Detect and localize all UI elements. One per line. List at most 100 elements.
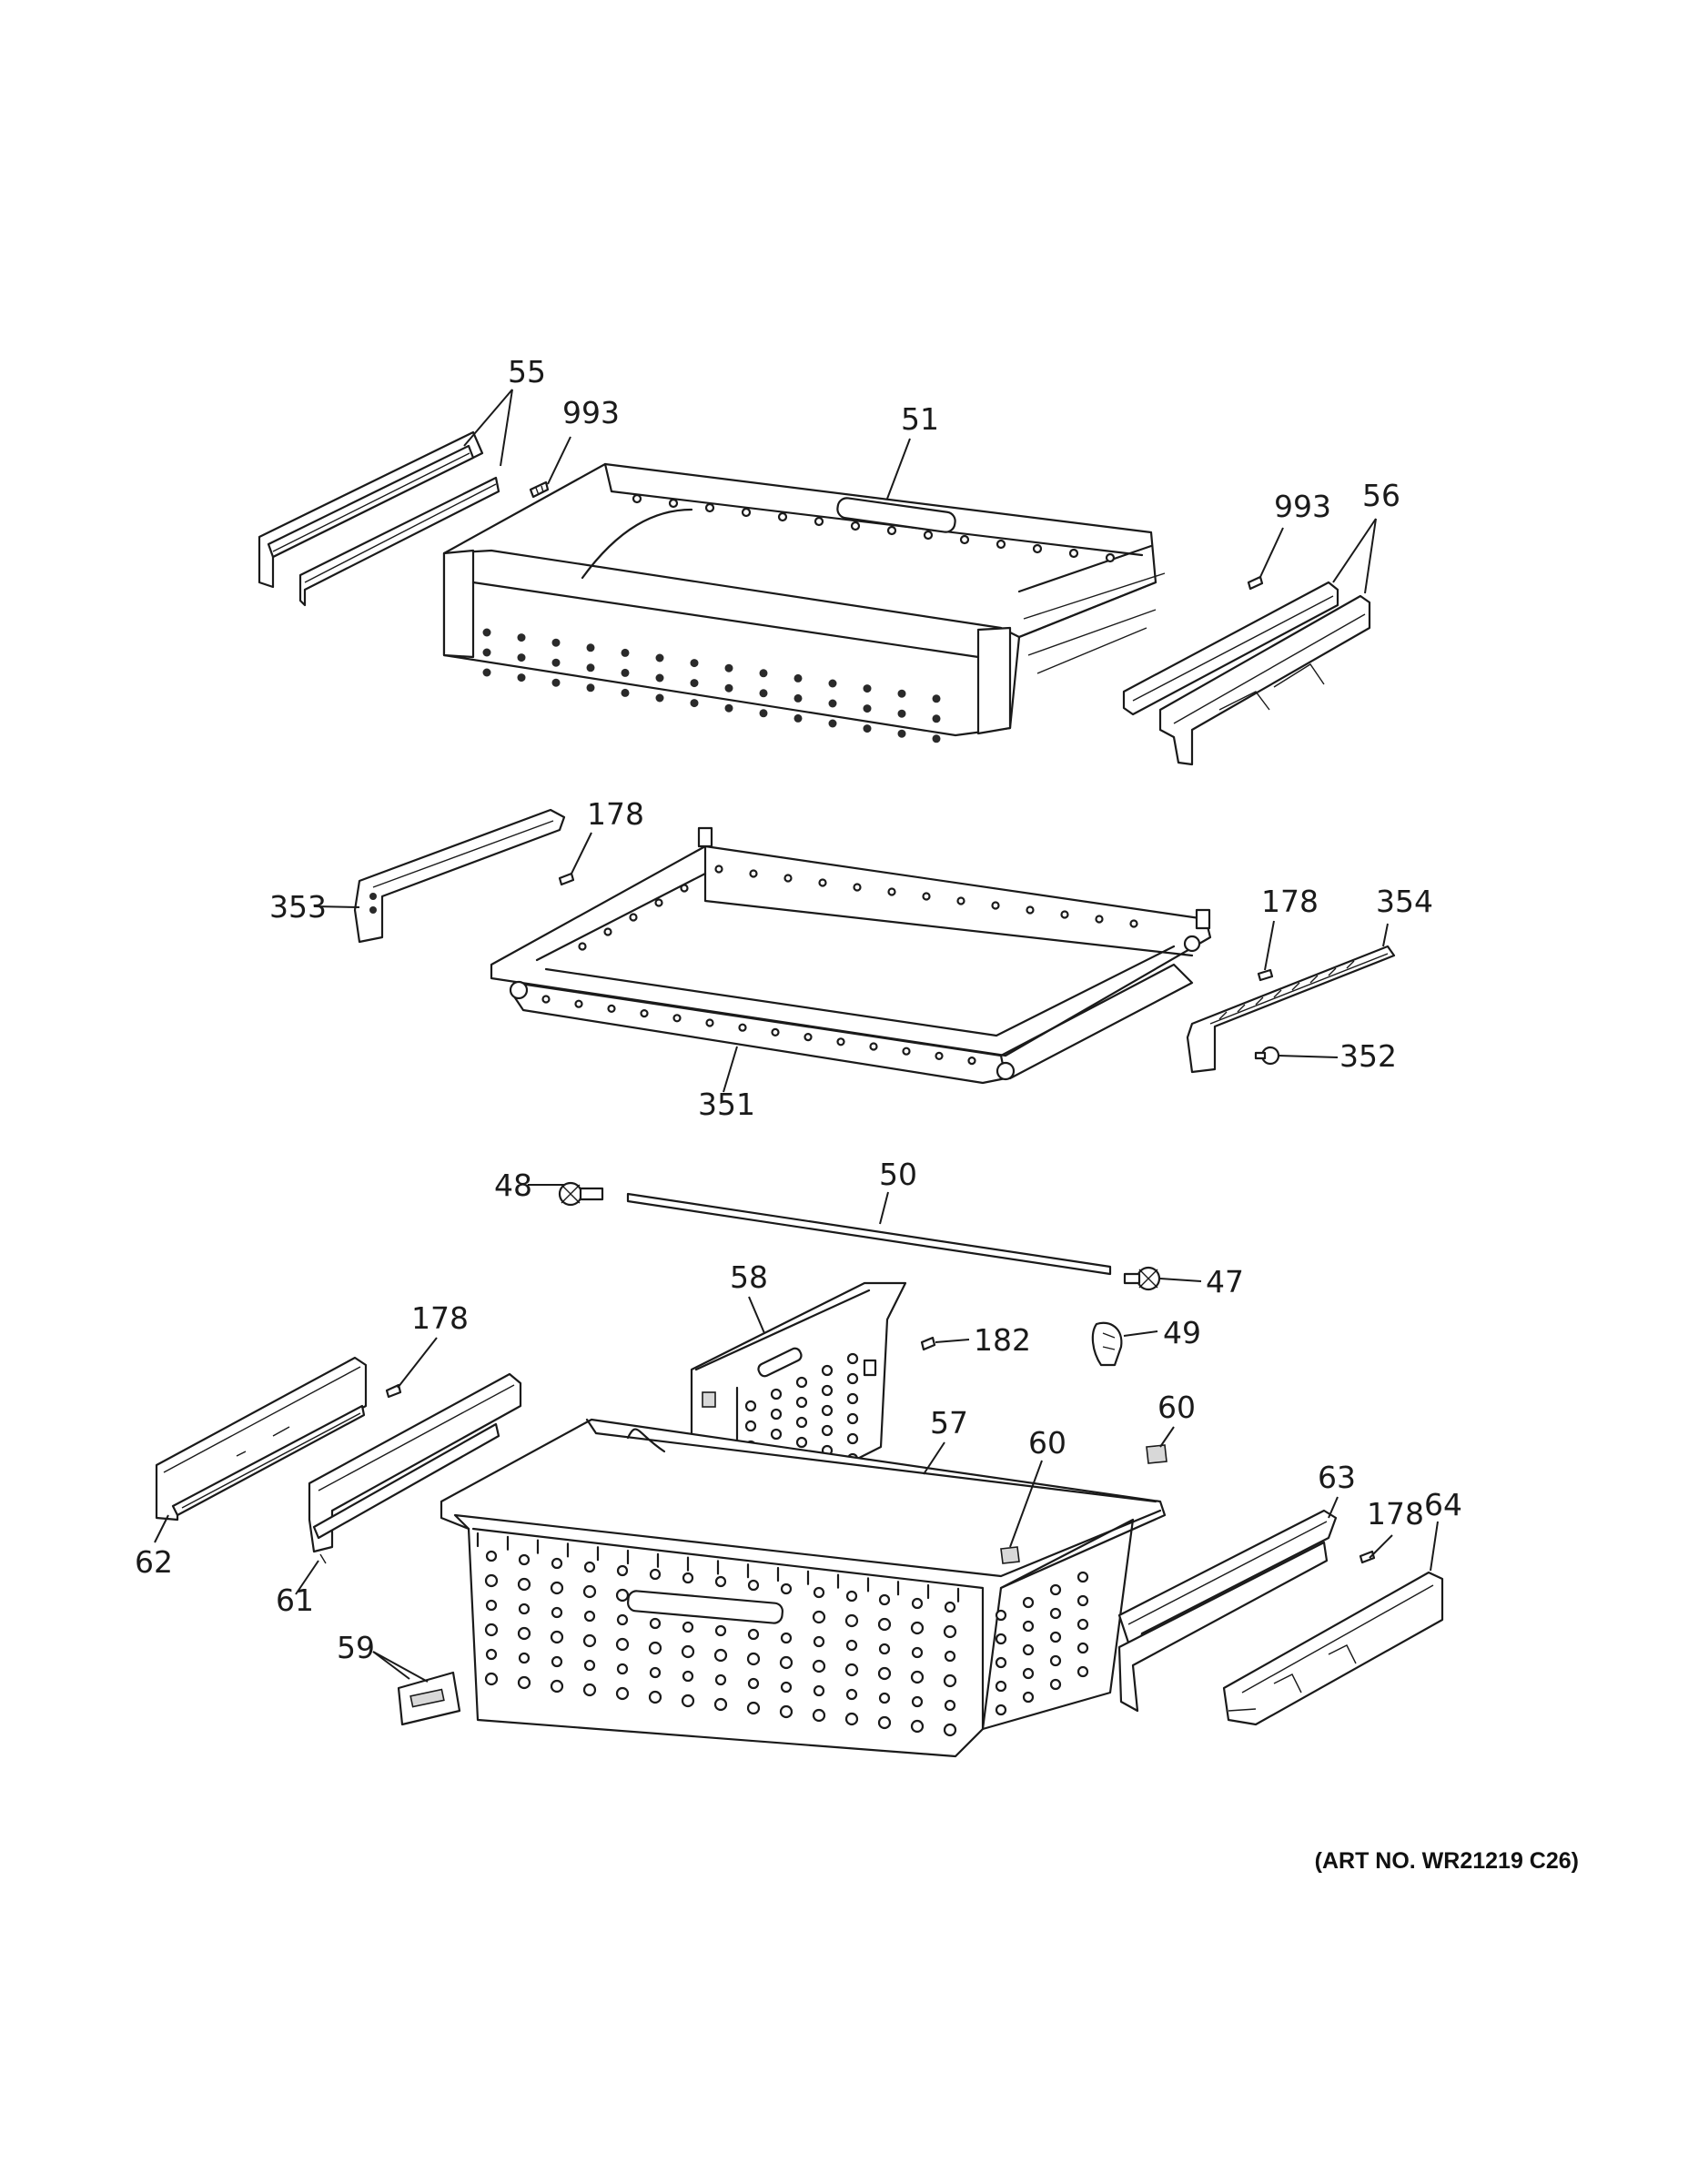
callout-351: 351 [698, 1087, 755, 1122]
perforation [779, 1704, 793, 1719]
perforation [1060, 910, 1069, 919]
perforation [1049, 1583, 1062, 1596]
perforation [996, 539, 1006, 550]
rail-part-64 [1222, 1571, 1444, 1726]
perforation [738, 1023, 747, 1032]
perforation [648, 1641, 662, 1655]
perforation [541, 995, 551, 1004]
perforation [795, 1396, 808, 1409]
perforation [714, 1624, 727, 1637]
perforation [846, 1412, 859, 1425]
gear-part-47 [1123, 1266, 1161, 1291]
perforation [484, 1573, 499, 1588]
middle-tray-part-351 [490, 826, 1212, 1085]
perforation [1049, 1607, 1062, 1620]
perforation [812, 1708, 826, 1723]
perforation [1129, 919, 1138, 928]
knob-part-352 [1254, 1046, 1280, 1066]
perforation [681, 1694, 695, 1708]
callout-352: 352 [1339, 1038, 1397, 1074]
perforation [943, 1673, 957, 1688]
perforation [877, 1715, 892, 1730]
perforation [648, 1690, 662, 1704]
perforation [845, 1639, 858, 1652]
perforation [551, 658, 561, 667]
perforation [713, 1697, 728, 1712]
perforation [813, 1635, 825, 1648]
perforation [690, 679, 699, 688]
screw-part-178-lower-left [385, 1383, 402, 1399]
perforation [759, 669, 768, 678]
perforation [682, 1621, 694, 1633]
perforation [923, 530, 934, 541]
perforation [845, 1590, 858, 1603]
right-slide-rails-part-56 [1122, 581, 1371, 766]
perforation [814, 516, 824, 527]
perforation [690, 659, 699, 668]
perforation [484, 1623, 499, 1637]
shaft-part-50 [626, 1192, 1112, 1276]
perforation [621, 688, 630, 697]
perforation [959, 534, 970, 545]
perforation [682, 1670, 694, 1683]
perforation [1068, 548, 1079, 559]
perforation [649, 1617, 662, 1630]
perforation [821, 1424, 834, 1437]
perforation [932, 694, 941, 703]
perforation [911, 1695, 924, 1708]
perforation [770, 1428, 783, 1441]
perforation [583, 1610, 596, 1623]
perforation [747, 1579, 760, 1592]
callout-47: 47 [1206, 1264, 1244, 1299]
perforation [935, 1051, 944, 1061]
perforation [850, 521, 861, 531]
perforation [828, 719, 837, 728]
perforation [616, 1613, 629, 1626]
perforation [795, 1416, 808, 1429]
perforation [812, 1659, 826, 1673]
perforation [621, 648, 630, 657]
perforation [844, 1712, 859, 1726]
perforation [944, 1699, 956, 1712]
callout-48: 48 [494, 1168, 532, 1203]
perforation [828, 699, 837, 708]
perforation [517, 1675, 531, 1690]
perforation [744, 1400, 757, 1412]
perforation [551, 638, 561, 647]
perforation [607, 1004, 616, 1014]
perforation [911, 1646, 924, 1659]
perforation [714, 1673, 727, 1686]
callout-178-middle-left: 178 [587, 796, 644, 832]
perforation [640, 1008, 649, 1018]
perforation [1022, 1596, 1035, 1609]
perforation [828, 679, 837, 688]
perforation [1105, 552, 1116, 563]
callout-60-left: 60 [1028, 1425, 1066, 1461]
perforation [1095, 915, 1104, 924]
perforation [482, 648, 491, 657]
perforation [517, 633, 526, 642]
perforation [932, 714, 941, 723]
perforation [741, 507, 752, 518]
perforation [1022, 1691, 1035, 1704]
callout-178-lower-left: 178 [411, 1300, 469, 1336]
callout-993-upper-left: 993 [562, 395, 620, 430]
rail-part-61 [308, 1372, 522, 1564]
perforation [654, 898, 663, 907]
perforation [578, 942, 587, 951]
callout-178-lower-right: 178 [1367, 1496, 1424, 1532]
perforation [770, 1408, 783, 1421]
perforation [749, 869, 758, 878]
perforation [714, 864, 723, 874]
perforation [649, 1568, 662, 1581]
perforation [818, 878, 827, 887]
perforation [485, 1599, 498, 1612]
callout-62: 62 [135, 1544, 173, 1580]
perforation [1022, 1620, 1035, 1633]
perforation [682, 1572, 694, 1584]
perforation [550, 1630, 564, 1644]
perforation [877, 1617, 892, 1632]
callout-178-middle-right: 178 [1261, 884, 1319, 919]
perforation [813, 1586, 825, 1599]
